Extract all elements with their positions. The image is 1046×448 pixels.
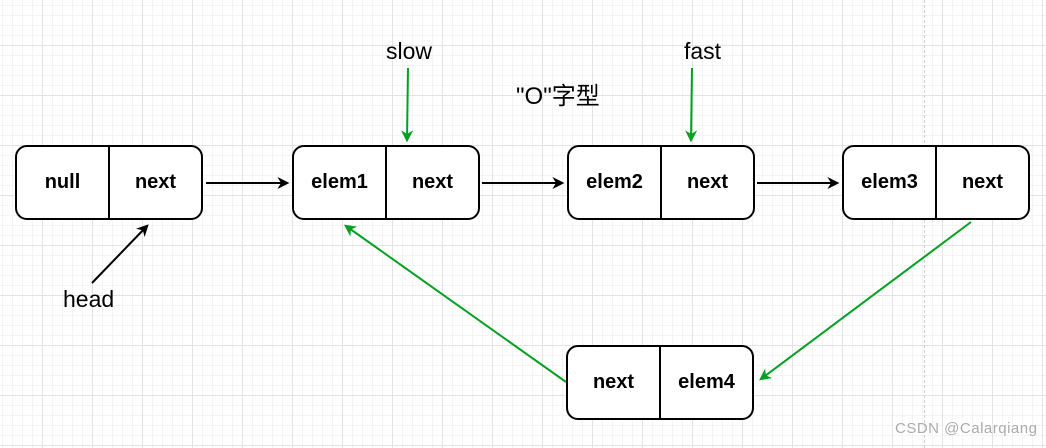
head-pointer-label: head — [63, 286, 115, 312]
node-next-cell: next — [935, 147, 1028, 218]
link-arrow-elem4-back-to-elem1 — [344, 224, 567, 383]
node-data-cell: elem1 — [311, 171, 368, 193]
elem3-node: elem3 next — [842, 145, 1030, 220]
node-next-cell: next — [108, 147, 201, 218]
node-data-cell: null — [44, 171, 81, 193]
head-pointer-arrow — [91, 224, 149, 284]
node-next-cell: next — [660, 147, 753, 218]
slow-pointer-label: slow — [386, 38, 433, 64]
link-arrow-elem3-to-elem4 — [759, 221, 972, 381]
node-data-cell: elem2 — [586, 171, 643, 193]
node-data-cell: elem4 — [659, 347, 752, 418]
watermark: CSDN @Calarqiang — [895, 420, 1038, 437]
page-boundary-dashed-line — [924, 0, 925, 448]
head-node: null next — [15, 145, 203, 220]
node-next-cell: next — [592, 371, 635, 393]
fast-pointer-label: fast — [684, 38, 722, 64]
elem1-node: elem1 next — [292, 145, 480, 220]
diagram-title: "O"字型 — [516, 83, 600, 110]
elem4-node: next elem4 — [566, 345, 754, 420]
node-data-cell: elem3 — [861, 171, 918, 193]
fast-pointer-arrow — [685, 67, 698, 143]
node-next-cell: next — [385, 147, 478, 218]
elem2-node: elem2 next — [567, 145, 755, 220]
slow-pointer-arrow — [401, 67, 414, 143]
